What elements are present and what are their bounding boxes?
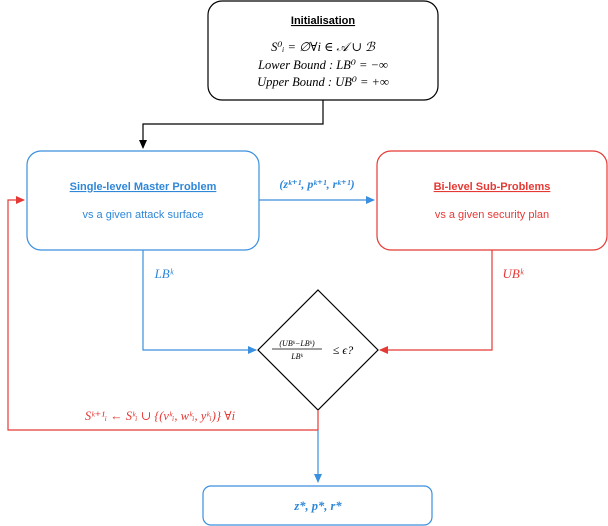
master-to-sub-label: (zᵏ⁺¹, pᵏ⁺¹, rᵏ⁺¹) xyxy=(279,177,354,191)
edge-master-to-decision xyxy=(142,250,257,354)
init-line-2: Lower Bound : LB⁰ = −∞ xyxy=(257,58,388,72)
edge-feedback-to-master xyxy=(7,196,319,431)
feedback-label: Sᵏ⁺¹ᵢ ← Sᵏᵢ ∪ {(vᵏᵢ, wᵏᵢ, yᵏᵢ)} ∀i xyxy=(85,409,236,423)
initialisation-node: Initialisation S⁰ᵢ = ∅∀i ∈ 𝒜 ∪ ℬ Lower B… xyxy=(207,0,439,101)
init-line-1: S⁰ᵢ = ∅∀i ∈ 𝒜 ∪ ℬ xyxy=(271,40,376,54)
master-problem-title: Single-level Master Problem xyxy=(70,181,217,193)
result-node: z*, p*, r* xyxy=(202,485,433,526)
decision-comparison: ≤ ϵ? xyxy=(333,343,353,357)
edge-sub-to-decision xyxy=(379,250,493,354)
ub-label: UBᵏ xyxy=(503,266,525,281)
sub-problems-subtitle: vs a given security plan xyxy=(435,209,549,221)
sub-problems-title: Bi-level Sub-Problems xyxy=(434,181,551,193)
decision-numerator: (UBᵏ−LBᵏ) xyxy=(279,339,315,348)
convergence-decision-node: (UBᵏ−LBᵏ) LBᵏ ≤ ϵ? xyxy=(257,289,379,411)
edge-init-to-master xyxy=(139,100,324,149)
lb-label: LBᵏ xyxy=(154,266,175,281)
edge-label-bg xyxy=(262,172,372,194)
sub-problems-node: Bi-level Sub-Problems vs a given securit… xyxy=(376,150,608,251)
result-label: z*, p*, r* xyxy=(293,499,342,513)
initialisation-title: Initialisation xyxy=(291,15,355,27)
init-line-3: Upper Bound : UB⁰ = +∞ xyxy=(257,75,389,89)
master-problem-subtitle: vs a given attack surface xyxy=(82,209,203,221)
decision-denominator: LBᵏ xyxy=(290,352,303,361)
master-problem-node: Single-level Master Problem vs a given a… xyxy=(26,150,260,251)
